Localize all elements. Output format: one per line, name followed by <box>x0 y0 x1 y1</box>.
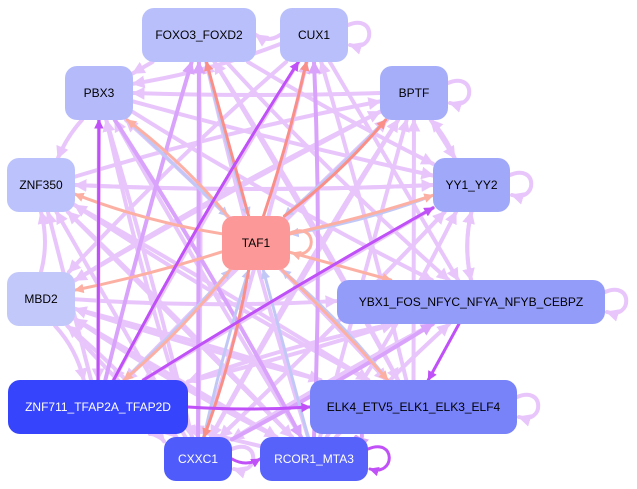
edge-bptf-to-pbx3 <box>131 86 382 100</box>
edge-znf711-tfap2a-tfap2d-to-cux1 <box>112 60 300 382</box>
edge-cxxc1-to-rcor1-mta3 <box>230 457 262 468</box>
node-label: ELK4_ETV5_ELK1_ELK3_ELF4 <box>327 400 501 414</box>
edge-taf1-to-yy1-yy2 <box>288 193 435 236</box>
node-label: MBD2 <box>24 292 58 306</box>
edge-rcor1-mta3-to-cux1 <box>308 60 321 439</box>
edge-cxxc1-to-taf1 <box>202 268 251 439</box>
edge-taf1-to-foxo3-foxd2 <box>204 60 251 218</box>
edge-bptf-to-mbd2 <box>73 109 382 283</box>
node-box[interactable] <box>142 8 256 62</box>
node-mbd2[interactable]: MBD2 <box>7 272 75 326</box>
node-label: RCOR1_MTA3 <box>274 452 354 466</box>
edge-mbd2-to-znf711-tfap2a-tfap2d <box>53 324 88 382</box>
edge-foxo3-foxd2-to-pbx3 <box>131 60 155 76</box>
node-label: TAF1 <box>242 236 271 250</box>
node-pbx3[interactable]: PBX3 <box>65 66 133 120</box>
edge-taf1-to-elk4-etv5-elk1-elk3-elf4 <box>280 268 390 382</box>
node-label: BPTF <box>399 86 430 100</box>
node-label: ZNF350 <box>19 178 63 192</box>
node-elk4-etv5-elk1-elk3-elf4[interactable]: ELK4_ETV5_ELK1_ELK3_ELF4 <box>310 380 517 434</box>
node-box[interactable] <box>337 280 605 324</box>
edge-elk4-etv5-elk1-elk3-elf4-to-cux1 <box>318 60 409 382</box>
node-label: CUX1 <box>298 28 330 42</box>
node-box[interactable] <box>7 158 75 212</box>
edge-znf711-tfap2a-tfap2d-to-ybx1-fos-nfyc-nfya-nfyb-cebpz <box>186 321 395 384</box>
edge-znf711-tfap2a-tfap2d-to-pbx3 <box>94 118 104 382</box>
node-cxxc1[interactable]: CXXC1 <box>164 437 232 481</box>
edge-pbx3-to-znf350 <box>56 118 84 160</box>
edge-bptf-to-cxxc1 <box>208 118 401 439</box>
node-znf711-tfap2a-tfap2d[interactable]: ZNF711_TFAP2A_TFAP2D <box>8 380 188 434</box>
edge-znf711-tfap2a-tfap2d-to-yy1-yy2 <box>141 206 435 382</box>
edge-cxxc1-to-cxxc1 <box>230 444 256 479</box>
node-box[interactable] <box>433 158 510 212</box>
edge-pbx3-to-rcor1-mta3 <box>112 118 304 439</box>
edge-ybx1-fos-nfyc-nfya-nfyb-cebpz-to-elk4-etv5-elk1-elk3-elf4 <box>426 322 461 382</box>
edge-ybx1-fos-nfyc-nfya-nfyb-cebpz-to-ybx1-fos-nfyc-nfya-nfyb-cebpz <box>603 287 629 322</box>
node-cux1[interactable]: CUX1 <box>280 8 348 62</box>
node-label: CXXC1 <box>178 452 218 466</box>
node-foxo3-foxd2[interactable]: FOXO3_FOXD2 <box>142 8 256 62</box>
node-ybx1-fos-nfyc-nfya-nfyb-cebpz[interactable]: YBX1_FOS_NFYC_NFYA_NFYB_CEBPZ <box>337 280 605 324</box>
edge-taf1-to-cux1 <box>262 60 310 218</box>
edge-pbx3-to-taf1 <box>125 118 230 218</box>
node-bptf[interactable]: BPTF <box>380 66 448 120</box>
edge-taf1-to-ybx1-fos-nfyc-nfya-nfyb-cebpz <box>288 250 393 283</box>
node-label: FOXO3_FOXD2 <box>155 28 243 42</box>
node-box[interactable] <box>7 272 75 326</box>
edge-cxxc1-to-foxo3-foxd2 <box>192 60 206 439</box>
node-box[interactable] <box>222 216 290 270</box>
node-yy1-yy2[interactable]: YY1_YY2 <box>433 158 510 212</box>
node-box[interactable] <box>164 437 232 481</box>
nodes-layer: FOXO3_FOXD2 CUX1 PBX3 BPTF ZNF350 YY1_YY… <box>7 8 605 481</box>
node-label: YBX1_FOS_NFYC_NFYA_NFYB_CEBPZ <box>359 295 584 309</box>
edge-znf711-tfap2a-tfap2d-to-elk4-etv5-elk1-elk3-elf4 <box>186 402 312 413</box>
node-label: PBX3 <box>84 86 115 100</box>
node-rcor1-mta3[interactable]: RCOR1_MTA3 <box>260 437 368 481</box>
edge-znf711-tfap2a-tfap2d-to-cxxc1 <box>147 428 166 444</box>
node-box[interactable] <box>65 66 133 120</box>
edge-znf350-to-elk4-etv5-elk1-elk3-elf4 <box>73 203 371 382</box>
edge-rcor1-mta3-to-rcor1-mta3 <box>366 445 391 477</box>
edge-ybx1-fos-nfyc-nfya-nfyb-cebpz-to-yy1-yy2 <box>462 210 475 282</box>
edge-taf1-to-cxxc1 <box>202 268 251 439</box>
edge-mbd2-to-ybx1-fos-nfyc-nfya-nfyb-cebpz <box>73 295 339 309</box>
edge-elk4-etv5-elk1-elk3-elf4-to-elk4-etv5-elk1-elk3-elf4 <box>515 392 541 427</box>
edge-yy1-yy2-to-bptf <box>428 118 457 160</box>
edge-cux1-to-ybx1-fos-nfyc-nfya-nfyb-cebpz <box>327 60 461 282</box>
edge-bptf-to-bptf <box>446 78 472 113</box>
node-box[interactable] <box>260 437 368 481</box>
edge-taf1-to-znf711-tfap2a-tfap2d <box>122 268 232 382</box>
node-box[interactable] <box>280 8 348 62</box>
edge-elk4-etv5-elk1-elk3-elf4-to-znf350 <box>73 203 371 382</box>
node-label: YY1_YY2 <box>445 178 497 192</box>
node-znf350[interactable]: ZNF350 <box>7 158 75 212</box>
edge-cux1-to-cux1 <box>346 20 372 55</box>
node-taf1[interactable]: TAF1 <box>222 216 290 270</box>
edge-taf1-to-pbx3 <box>125 118 230 218</box>
edge-taf1-to-znf350 <box>73 192 224 236</box>
node-box[interactable] <box>380 66 448 120</box>
edge-znf711-tfap2a-tfap2d-to-foxo3-foxd2 <box>103 60 195 382</box>
node-box[interactable] <box>310 380 517 434</box>
edge-ybx1-fos-nfyc-nfya-nfyb-cebpz-to-znf711-tfap2a-tfap2d <box>186 322 395 384</box>
edge-taf1-to-mbd2 <box>73 250 224 294</box>
node-box[interactable] <box>8 380 188 434</box>
edge-yy1-yy2-to-yy1-yy2 <box>508 170 534 205</box>
edge-rcor1-mta3-to-taf1 <box>260 268 310 439</box>
edge-mbd2-to-znf350 <box>37 210 51 274</box>
node-label: ZNF711_TFAP2A_TFAP2D <box>25 400 171 414</box>
edge-pbx3-to-yy1-yy2 <box>131 99 435 180</box>
edge-cux1-to-foxo3-foxd2 <box>254 33 282 47</box>
edge-yy1-yy2-to-znf350 <box>73 179 435 192</box>
edge-taf1-to-bptf <box>282 118 388 218</box>
